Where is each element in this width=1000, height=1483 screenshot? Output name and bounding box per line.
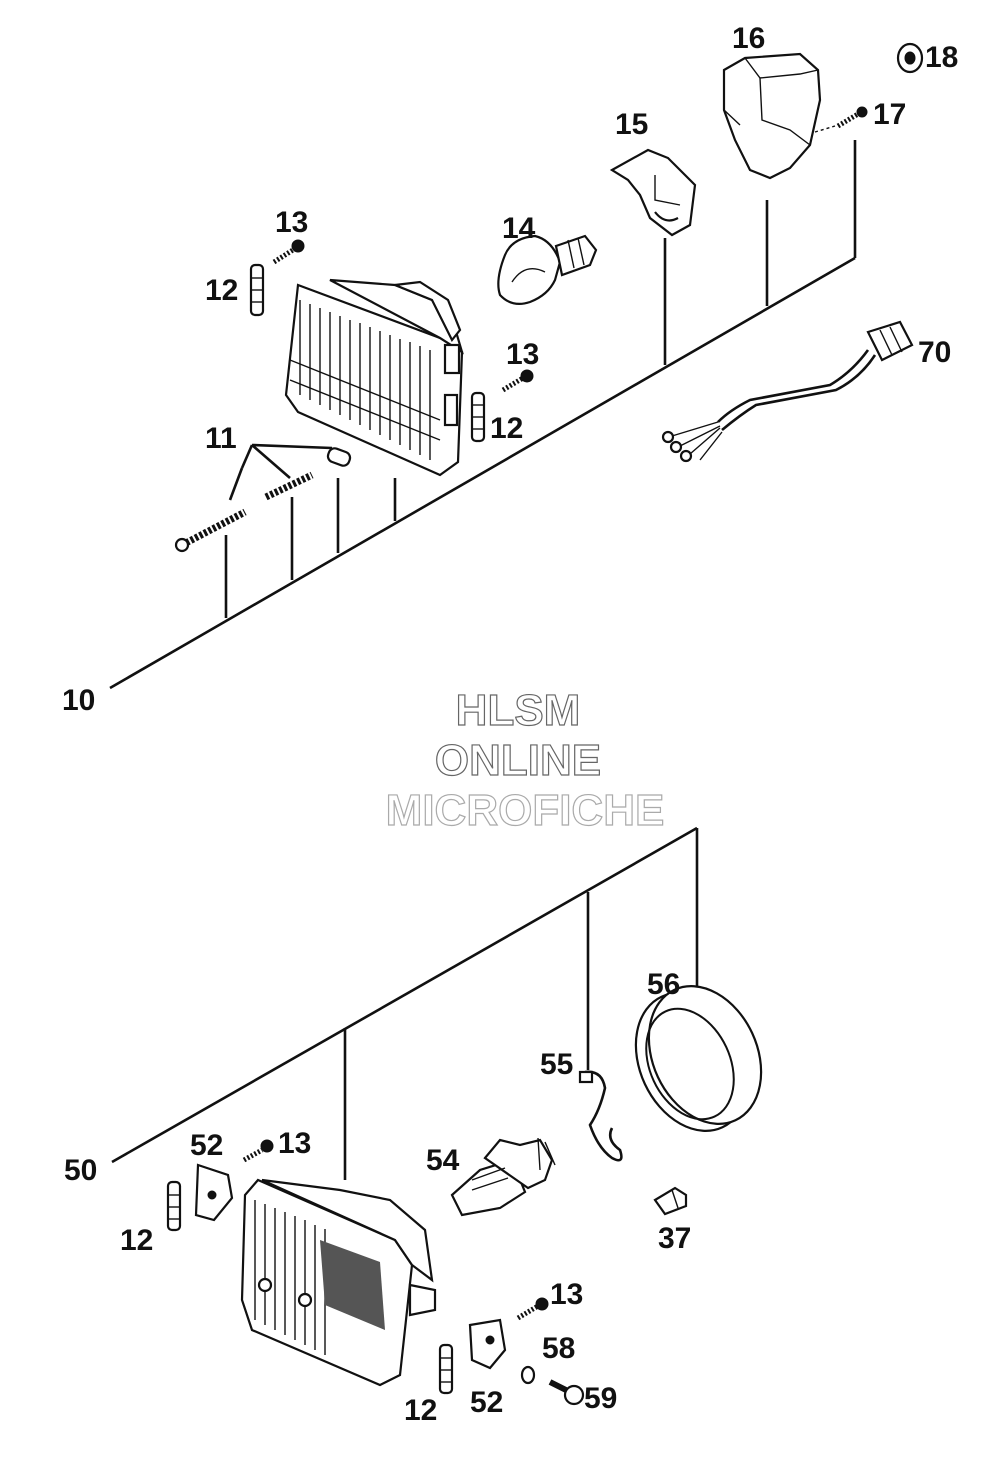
screw-13-top-right [501, 369, 534, 393]
label-54: 54 [426, 1144, 460, 1177]
label-12-b: 12 [490, 412, 523, 445]
label-50: 50 [64, 1154, 97, 1187]
clip-12-top-right [470, 391, 486, 443]
watermark: HLSM ONLINE MICROFICHE [385, 685, 665, 835]
label-17: 17 [873, 98, 906, 131]
label-11: 11 [205, 422, 237, 455]
label-56: 56 [647, 968, 680, 1001]
label-18: 18 [925, 41, 958, 74]
assembly-50-leader-lines [111, 826, 699, 1180]
screw-17 [814, 106, 868, 133]
rear-cover-16 [722, 52, 822, 180]
label-70: 70 [918, 336, 951, 369]
label-12-d: 12 [404, 1394, 437, 1427]
bulb-37 [653, 1186, 688, 1216]
svg-text:HLSM: HLSM [456, 686, 581, 735]
assembly-10-leader-lines [109, 140, 857, 690]
sleeve-nut [326, 447, 352, 467]
screw-59 [548, 1379, 585, 1406]
svg-text:MICROFICHE: MICROFICHE [386, 786, 665, 835]
grommet-18 [896, 42, 924, 74]
label-13-c: 13 [278, 1127, 311, 1160]
label-59: 59 [584, 1382, 617, 1415]
screw-13-bottom-top [242, 1139, 274, 1163]
bulb-14 [497, 234, 598, 305]
adjusting-screw-short [264, 471, 314, 501]
label-52-a: 52 [190, 1129, 223, 1162]
headlight-housing-bottom [240, 1178, 437, 1387]
label-13-b: 13 [506, 338, 539, 371]
bulb-holder-15 [609, 148, 697, 237]
label-12-c: 12 [120, 1224, 153, 1257]
headlight-housing-top [284, 278, 464, 477]
label-55: 55 [540, 1048, 573, 1081]
bulb-54 [450, 1137, 556, 1217]
label-13-a: 13 [275, 206, 308, 239]
label-10: 10 [62, 684, 95, 717]
label-37: 37 [658, 1222, 691, 1255]
label-15: 15 [615, 108, 648, 141]
screw-13-bottom-right [516, 1297, 549, 1321]
label-13-d: 13 [550, 1278, 583, 1311]
clip-12-bottom-right [438, 1343, 454, 1395]
label-12-a: 12 [205, 274, 238, 307]
bracket-52-top [194, 1163, 234, 1222]
retaining-spring-55 [578, 1070, 623, 1162]
adjusting-screw-long [174, 508, 247, 553]
svg-text:ONLINE: ONLINE [435, 736, 601, 785]
label-16: 16 [732, 22, 765, 55]
label-52-b: 52 [470, 1386, 503, 1419]
label-14: 14 [502, 212, 536, 245]
label-58: 58 [542, 1332, 575, 1365]
screw-13-top-left [272, 239, 305, 265]
bracket-52-bottom [468, 1318, 507, 1370]
clip-12-bottom-left [166, 1180, 182, 1232]
wiring-harness-70 [661, 320, 914, 463]
trim-ring-56 [634, 985, 763, 1132]
washer-58 [520, 1365, 536, 1385]
clip-12-top-left [249, 263, 265, 317]
part-labels: 10 11 12 12 13 13 14 15 16 17 18 70 50 5… [62, 22, 958, 1427]
